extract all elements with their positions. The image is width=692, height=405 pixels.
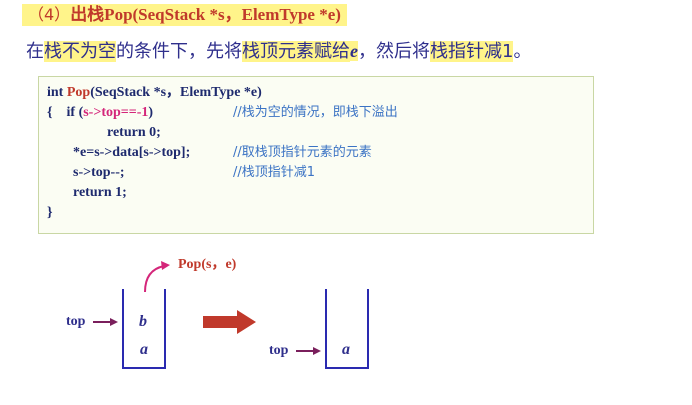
- desc-part2: 的条件下，先将: [116, 41, 242, 62]
- top-pointer-arrow-after: [296, 347, 321, 355]
- code-line-5: s->top--;: [73, 165, 125, 180]
- code-line-2: { if (s->top==-1): [47, 105, 154, 120]
- code-content: int Pop(SeqStack *s，ElemType *e) { if (s…: [47, 83, 398, 323]
- pop-curved-arrow: [144, 261, 170, 293]
- code-line-7: }: [47, 205, 53, 220]
- top-label-before: top: [66, 314, 86, 329]
- heading-number: （4）: [28, 5, 71, 24]
- desc-var-e: e: [350, 41, 358, 61]
- code-line-3: return 0;: [107, 125, 161, 140]
- stack-before: [122, 289, 166, 369]
- code-comment-3: //栈顶指针减1: [233, 165, 316, 180]
- code-function-name: Pop: [66, 85, 91, 100]
- transition-arrow: [203, 310, 256, 334]
- stack-before-element-a: a: [140, 341, 148, 358]
- stack-after: [325, 289, 369, 369]
- top-pointer-arrow-before: [93, 318, 118, 326]
- desc-part4: 。: [513, 41, 532, 62]
- code-line-4: *e=s->data[s->top];: [73, 145, 191, 160]
- section-heading: （4）出栈Pop(SeqStack *s，ElemType *e): [22, 4, 347, 26]
- desc-highlight-3: 栈指针减1: [430, 41, 514, 62]
- stack-after-element-a: a: [342, 341, 350, 358]
- code-comment-2: //取栈顶指针元素的元素: [233, 145, 372, 160]
- code-line-6: return 1;: [73, 185, 127, 200]
- stack-before-element-b: b: [139, 313, 147, 330]
- code-comment-1: //栈为空的情况，即栈下溢出: [233, 105, 398, 120]
- code-line-1: int Pop(SeqStack *s，ElemType *e): [47, 85, 262, 100]
- desc-highlight-2: 栈顶元素赋给: [242, 41, 350, 62]
- desc-part1: 在: [26, 41, 44, 62]
- heading-text: 出栈Pop(SeqStack *s，ElemType *e): [70, 5, 341, 24]
- description: 在栈不为空的条件下，先将栈顶元素赋给e，然后将栈指针减1。: [26, 38, 531, 64]
- code-block: int Pop(SeqStack *s，ElemType *e) { if (s…: [38, 76, 594, 234]
- pop-call-label: Pop(s，e): [178, 257, 237, 272]
- desc-part3: ，然后将: [358, 41, 430, 62]
- code-condition: s->top==-1: [83, 105, 149, 120]
- top-label-after: top: [269, 343, 289, 358]
- desc-highlight-1: 栈不为空: [44, 41, 116, 62]
